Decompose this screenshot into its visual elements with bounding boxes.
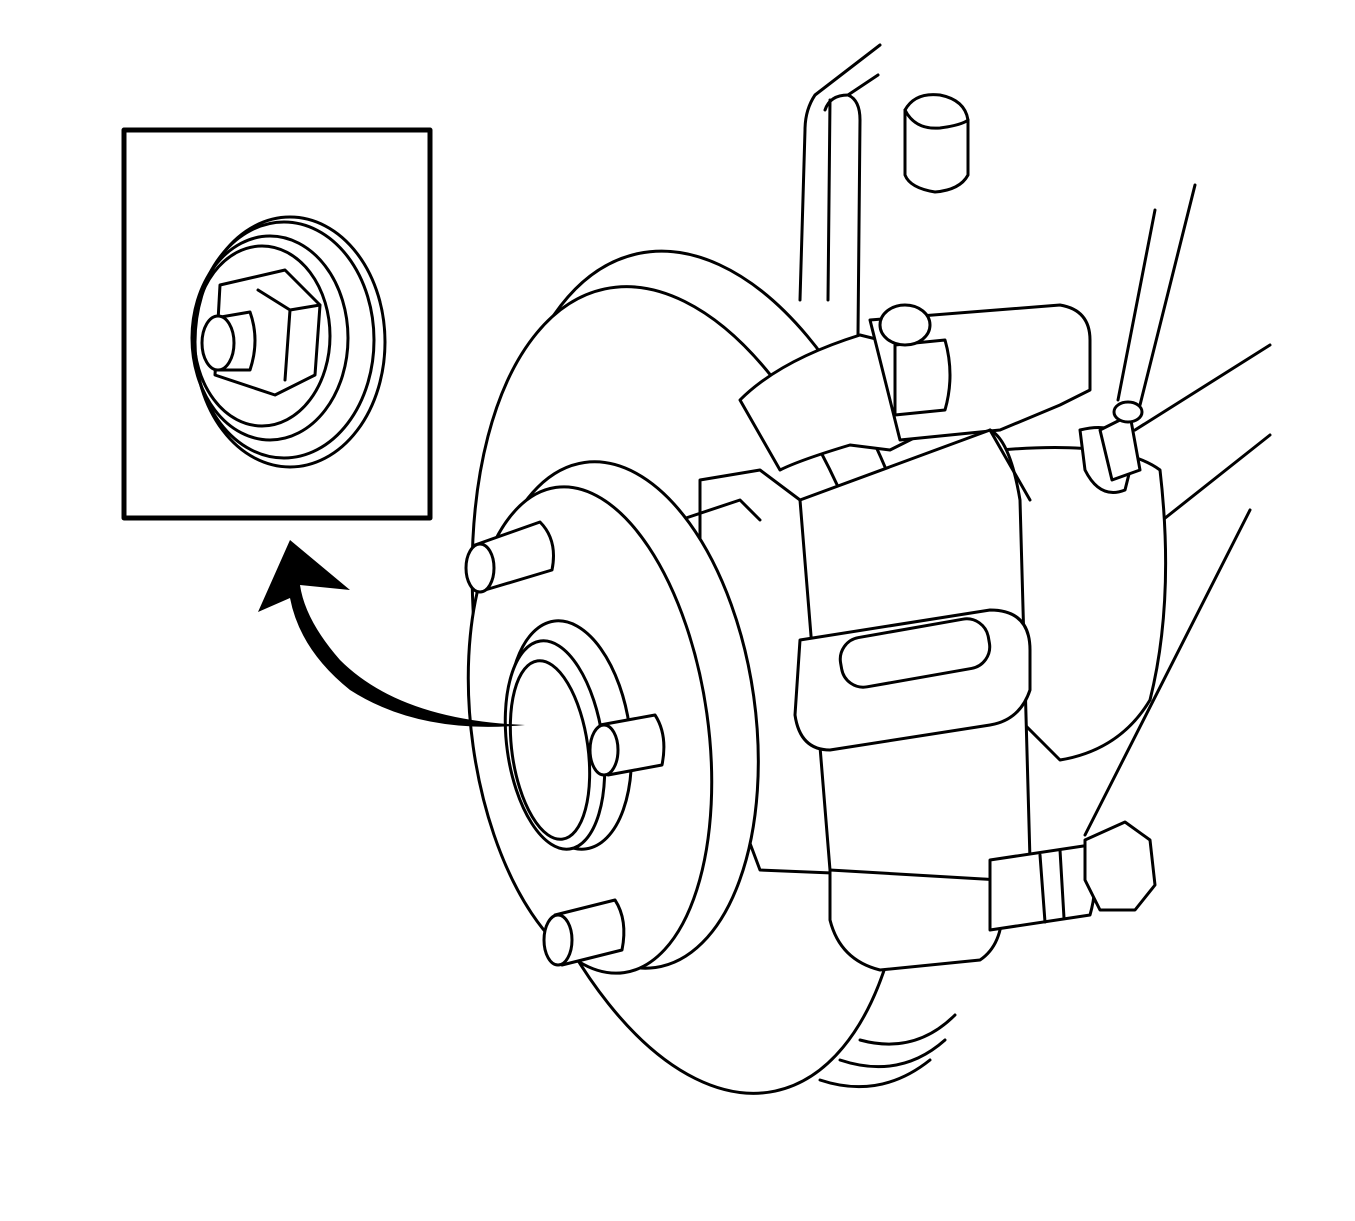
caliper-slot	[838, 617, 992, 689]
bleeder-valve	[1098, 400, 1144, 482]
callout-arrow	[258, 540, 525, 727]
caliper-bolt-lower	[988, 820, 1157, 932]
dust-cap	[903, 93, 970, 194]
detail-inset	[121, 127, 433, 521]
caliper-bolt-upper	[878, 303, 952, 417]
bearing-opening	[503, 619, 634, 851]
wheel-stud	[464, 520, 555, 594]
suspension-strut	[798, 43, 882, 337]
brake-line	[1083, 183, 1272, 837]
spindle-end	[200, 310, 257, 372]
wheel-stud	[588, 713, 666, 777]
wheel-stud	[542, 898, 626, 967]
